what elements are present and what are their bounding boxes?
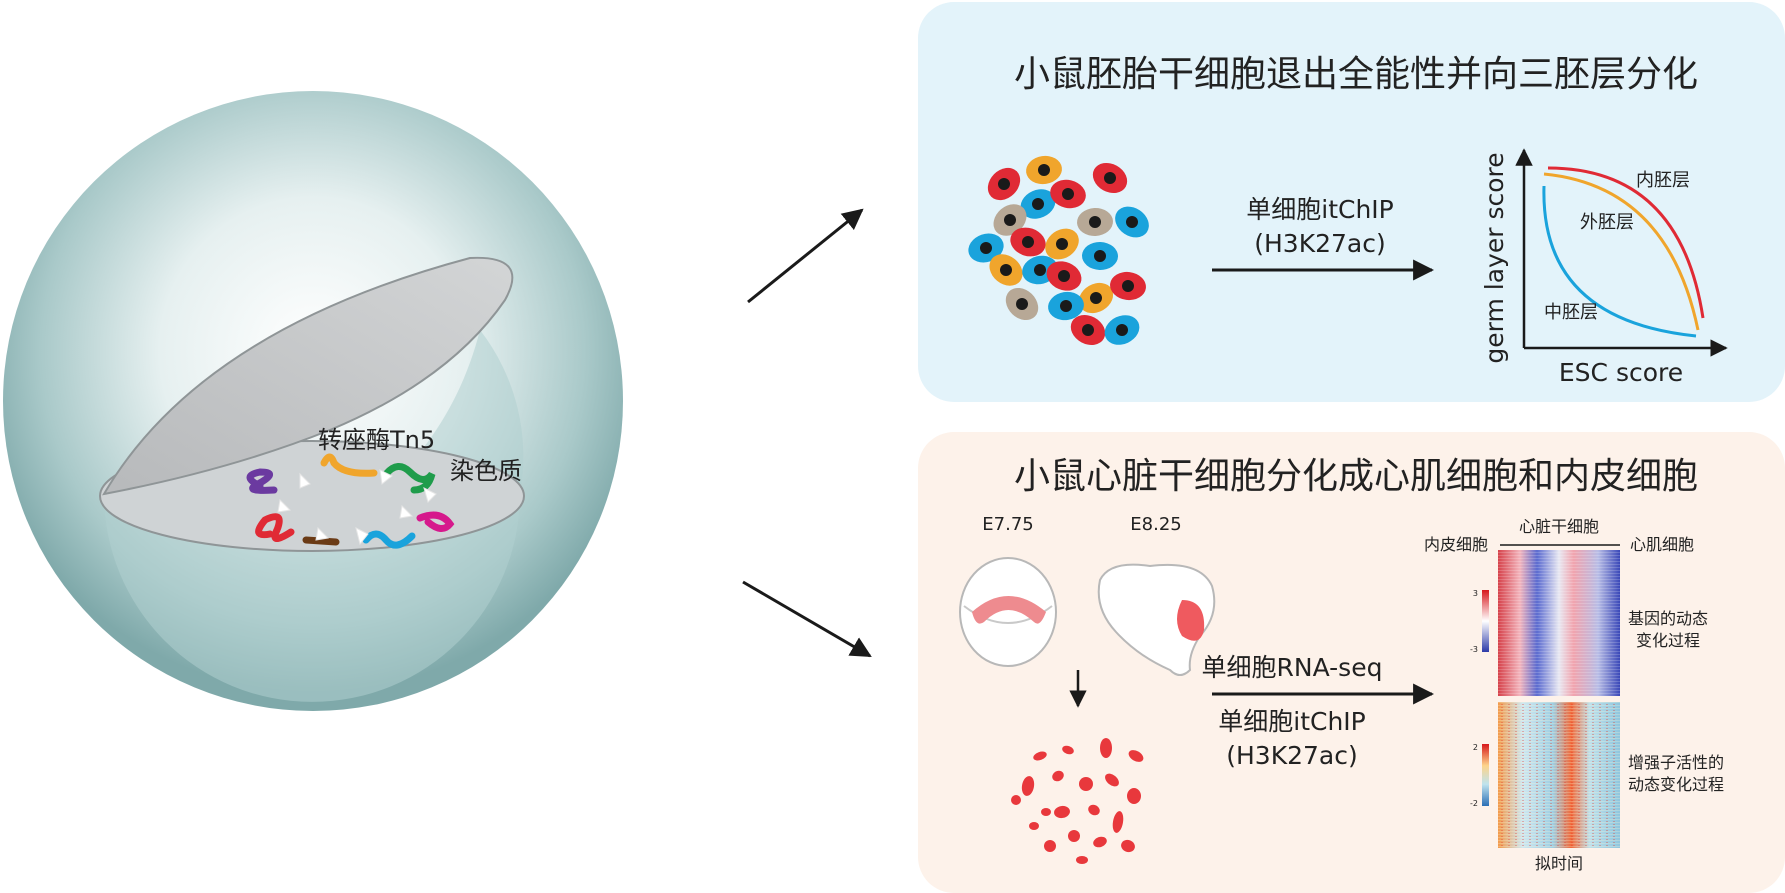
pseudotime-heatmaps: 心脏干细胞 内皮细胞 心肌细胞 3 -3 基因的动态 变化过程 2 -2 增强子…: [1424, 517, 1724, 873]
ectoderm-curve: [1543, 172, 1700, 331]
esc-cell: [1078, 282, 1114, 314]
top-panel: 小鼠胚胎干细胞退出全能性并向三胚层分化 单细胞itChIP (H3K27ac) …: [918, 2, 1785, 402]
heart-cell: [1093, 836, 1107, 848]
esc-cell: [1092, 162, 1128, 194]
chromatin-fibers: [246, 453, 455, 549]
heart-cell: [1088, 804, 1100, 816]
heart-cell: [1127, 788, 1141, 804]
open-hemisphere-lid: [102, 256, 514, 496]
tn5-label: 转座酶Tn5: [318, 426, 435, 454]
heart-cell: [1100, 738, 1112, 758]
enhancer-heatmap-scale: [1482, 744, 1489, 806]
endoderm-label: 内胚层: [1636, 170, 1690, 191]
enhancer-heatmap-rows: [1498, 702, 1620, 848]
ectoderm-label: 外胚层: [1580, 212, 1634, 233]
heart-cell: [1029, 822, 1039, 830]
heatmap-top-center-label: 心脏干细胞: [1519, 517, 1599, 536]
top-panel-title: 小鼠胚胎干细胞退出全能性并向三胚层分化: [1014, 54, 1698, 95]
x-axis-label: ESC score: [1559, 358, 1683, 387]
gene-heatmap-note-line2: 变化过程: [1636, 631, 1700, 650]
bottom-method-a: 单细胞RNA-seq: [1202, 653, 1383, 682]
esc-cell: [1048, 291, 1084, 321]
heart-region: [1177, 600, 1205, 641]
top-panel-background: [918, 2, 1785, 402]
stage-e775-label: E7.75: [982, 514, 1033, 535]
esc-cell-cluster: [968, 155, 1149, 345]
heart-cell-cluster: [1011, 738, 1144, 864]
esc-cell: [987, 167, 1021, 201]
arrow-to-top-panel: [747, 208, 864, 304]
heart-cell: [1033, 751, 1047, 761]
enhancer-heatmap-note-line2: 动态变化过程: [1628, 775, 1724, 794]
esc-cell: [1026, 155, 1062, 185]
esc-cell: [1010, 227, 1046, 257]
bottom-panel: 小鼠心脏干细胞分化成心肌细胞和内皮细胞 E7.75 E8.25 单细胞RNA-s…: [918, 432, 1785, 893]
gene-heatmap-note-line1: 基因的动态: [1628, 609, 1708, 628]
heart-cell: [1105, 773, 1119, 787]
heart-cell: [1062, 745, 1074, 755]
tn5-scissors: [277, 469, 437, 546]
enhancer-scale-min: -2: [1470, 799, 1478, 808]
heart-cell: [1052, 770, 1064, 782]
esc-cell: [1082, 241, 1118, 271]
esc-cell: [993, 204, 1027, 236]
top-method-line2: (H3K27ac): [1254, 229, 1385, 258]
heart-cell: [1044, 840, 1056, 852]
embryo-e825-sketch: [1097, 563, 1216, 676]
esc-cell: [1020, 189, 1056, 219]
enhancer-scale-max: 2: [1473, 743, 1478, 752]
top-method-line1: 单细胞itChIP: [1246, 195, 1394, 224]
stage-e825-label: E8.25: [1130, 514, 1181, 535]
heart-cell: [1068, 830, 1080, 842]
bottom-method-b-line1: 单细胞itChIP: [1218, 707, 1366, 736]
esc-cell: [989, 254, 1023, 286]
esc-cell: [1050, 179, 1086, 209]
arrow-to-bottom-panel: [742, 580, 872, 658]
embryo-e775-sketch: [959, 557, 1057, 667]
germ-layer-score-graph: germ layer score ESC score 内胚层 外胚层 中胚层: [1480, 148, 1728, 387]
heart-cell: [1128, 750, 1144, 762]
gene-heatmap-rows: [1498, 550, 1620, 696]
heart-cell: [1076, 856, 1088, 864]
mesoderm-curve: [1542, 185, 1697, 338]
heatmap-right-end-label: 心肌细胞: [1630, 535, 1694, 554]
bottom-method-b-line2: (H3K27ac): [1226, 741, 1357, 770]
esc-cell: [968, 233, 1004, 263]
heart-region: [972, 596, 1046, 624]
heatmap-left-end-label: 内皮细胞: [1424, 535, 1488, 554]
chromatin-label: 染色质: [450, 457, 522, 485]
heart-cell: [1054, 805, 1070, 819]
heart-cell: [1041, 808, 1051, 816]
pseudotime-label: 拟时间: [1535, 854, 1583, 873]
gene-scale-max: 3: [1473, 589, 1478, 598]
gene-heatmap-scale: [1482, 590, 1489, 652]
gene-scale-min: -3: [1470, 645, 1478, 654]
nucleus-sphere-illustration: 转座酶Tn5 染色质: [3, 91, 623, 711]
heart-cell: [1112, 811, 1124, 833]
esc-cell: [1070, 315, 1106, 345]
mesoderm-label: 中胚层: [1544, 302, 1598, 323]
inner-bowl: [104, 330, 524, 702]
heart-cell: [1079, 777, 1093, 791]
heart-cell: [1121, 839, 1135, 853]
bottom-panel-title: 小鼠心脏干细胞分化成心肌细胞和内皮细胞: [1014, 456, 1698, 497]
esc-cell: [1077, 207, 1113, 237]
esc-cell: [1104, 315, 1140, 345]
enhancer-heatmap-note-line1: 增强子活性的: [1628, 753, 1724, 772]
y-axis-label: germ layer score: [1480, 152, 1509, 363]
esc-cell: [1046, 261, 1082, 291]
endoderm-curve: [1547, 166, 1705, 319]
esc-cell: [1045, 228, 1079, 260]
heart-cell: [1021, 776, 1035, 796]
heart-cell: [1011, 795, 1021, 805]
esc-cell: [1005, 287, 1039, 321]
esc-cell: [1115, 206, 1149, 238]
esc-cell: [1110, 271, 1146, 301]
